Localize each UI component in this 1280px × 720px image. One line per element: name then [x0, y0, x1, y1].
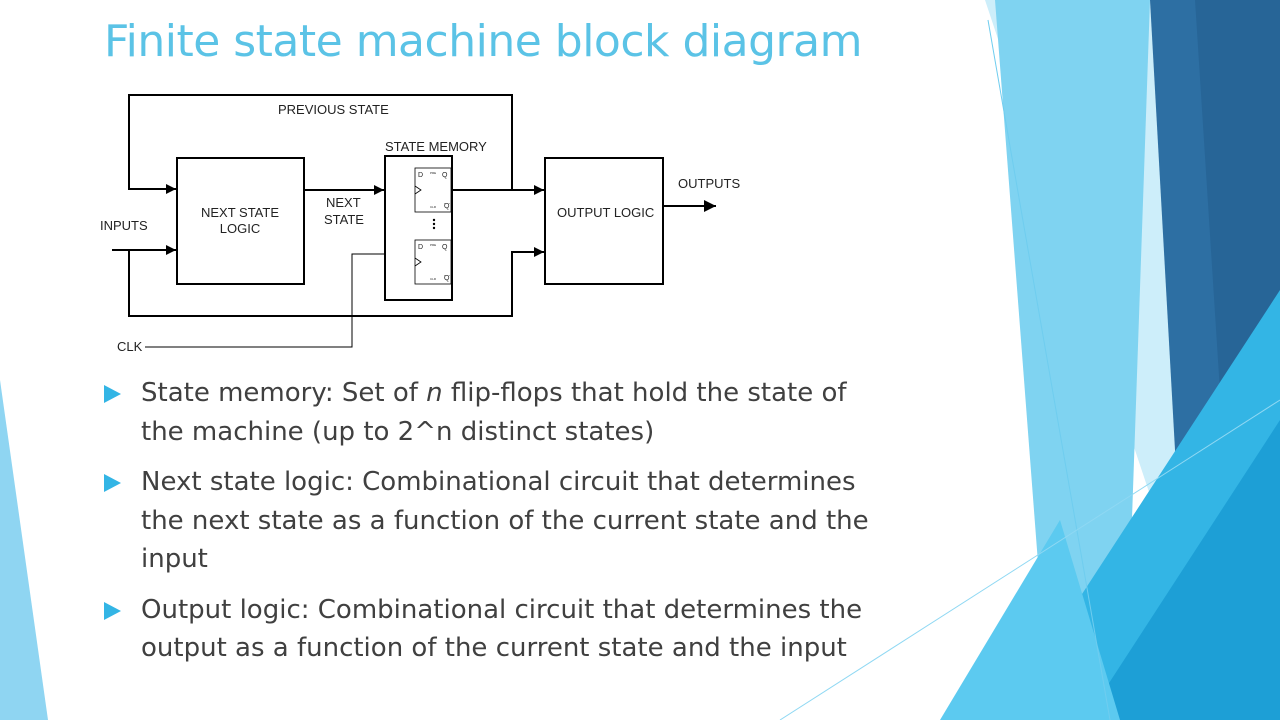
bullet-text: Combinational circuit that determines th…	[141, 467, 869, 574]
bullet-text: flip-flops that hold the state of the ma…	[141, 378, 847, 447]
ff1-d-label: D	[418, 172, 423, 179]
clk-wire	[145, 253, 384, 348]
next-state-logic-label-line2: LOGIC	[220, 221, 260, 236]
clk-label: CLK	[117, 339, 143, 354]
clock-triangle-icon	[414, 257, 422, 267]
ff2-d-label: D	[418, 244, 423, 251]
next-state-logic-block	[176, 157, 305, 285]
thin-line-1	[987, 19, 1111, 720]
bullet-text: Set of	[333, 378, 427, 408]
bullet-next-state-logic: Next state logic: Combinational circuit …	[104, 463, 884, 579]
ff1-pre-label: PRE	[430, 171, 436, 175]
next-state-label-line2: STATE	[324, 212, 364, 227]
triangle-bullet-icon	[104, 601, 121, 620]
ff1-clr-label: CLR	[430, 205, 437, 209]
flip-flop-2: D Q Q PRE CLR	[414, 239, 452, 285]
ff2-qbar-label: Q	[444, 275, 450, 282]
next-state-logic-label-line1: NEXT STATE	[201, 205, 279, 220]
next-state-label-line1: NEXT	[326, 195, 361, 210]
bullet-text: Combinational circuit that determines th…	[141, 594, 863, 664]
flip-flop-1: D Q Q PRE CLR	[414, 167, 452, 213]
right-triangle-small	[940, 520, 1120, 720]
bullet-term: State memory:	[141, 378, 334, 408]
state-memory-label: STATE MEMORY	[385, 139, 487, 154]
bullet-list: State memory: Set of n flip-flops that h…	[104, 374, 884, 680]
ff2-pre-label: PRE	[430, 243, 436, 247]
left-edge-shape	[0, 380, 48, 720]
clock-triangle-icon	[414, 185, 422, 195]
slide-title: Finite state machine block diagram	[104, 16, 862, 67]
right-triangle-deep	[1085, 420, 1280, 720]
bullet-term: Output logic:	[141, 594, 310, 625]
output-logic-label: OUTPUT LOGIC	[557, 205, 654, 220]
inputs-label: INPUTS	[100, 218, 148, 233]
ellipsis-icon	[432, 218, 436, 230]
outputs-label: OUTPUTS	[678, 176, 740, 191]
ff1-qbar-label: Q	[444, 203, 450, 210]
triangle-bullet-icon	[104, 474, 121, 492]
ff1-q-label: Q	[442, 172, 448, 179]
bullet-state-memory: State memory: Set of n flip-flops that h…	[104, 374, 884, 451]
previous-state-wire	[128, 94, 513, 194]
previous-state-label: PREVIOUS STATE	[278, 102, 389, 117]
output-logic-block	[544, 157, 664, 285]
bullet-term: Next state logic:	[141, 467, 354, 497]
thin-line-2	[779, 399, 1280, 720]
bullet-output-logic: Output logic: Combinational circuit that…	[104, 591, 884, 668]
ff2-q-label: Q	[442, 244, 448, 251]
fsm-block-diagram: D Q Q PRE CLR D Q Q PRE CLR PREVIOUS STA…	[100, 94, 740, 354]
inputs-to-output-wire	[128, 247, 544, 317]
ff2-clr-label: CLR	[430, 277, 437, 281]
right-panel-mid	[995, 0, 1150, 720]
triangle-bullet-icon	[104, 385, 121, 403]
bullet-italic-n: n	[426, 378, 443, 408]
